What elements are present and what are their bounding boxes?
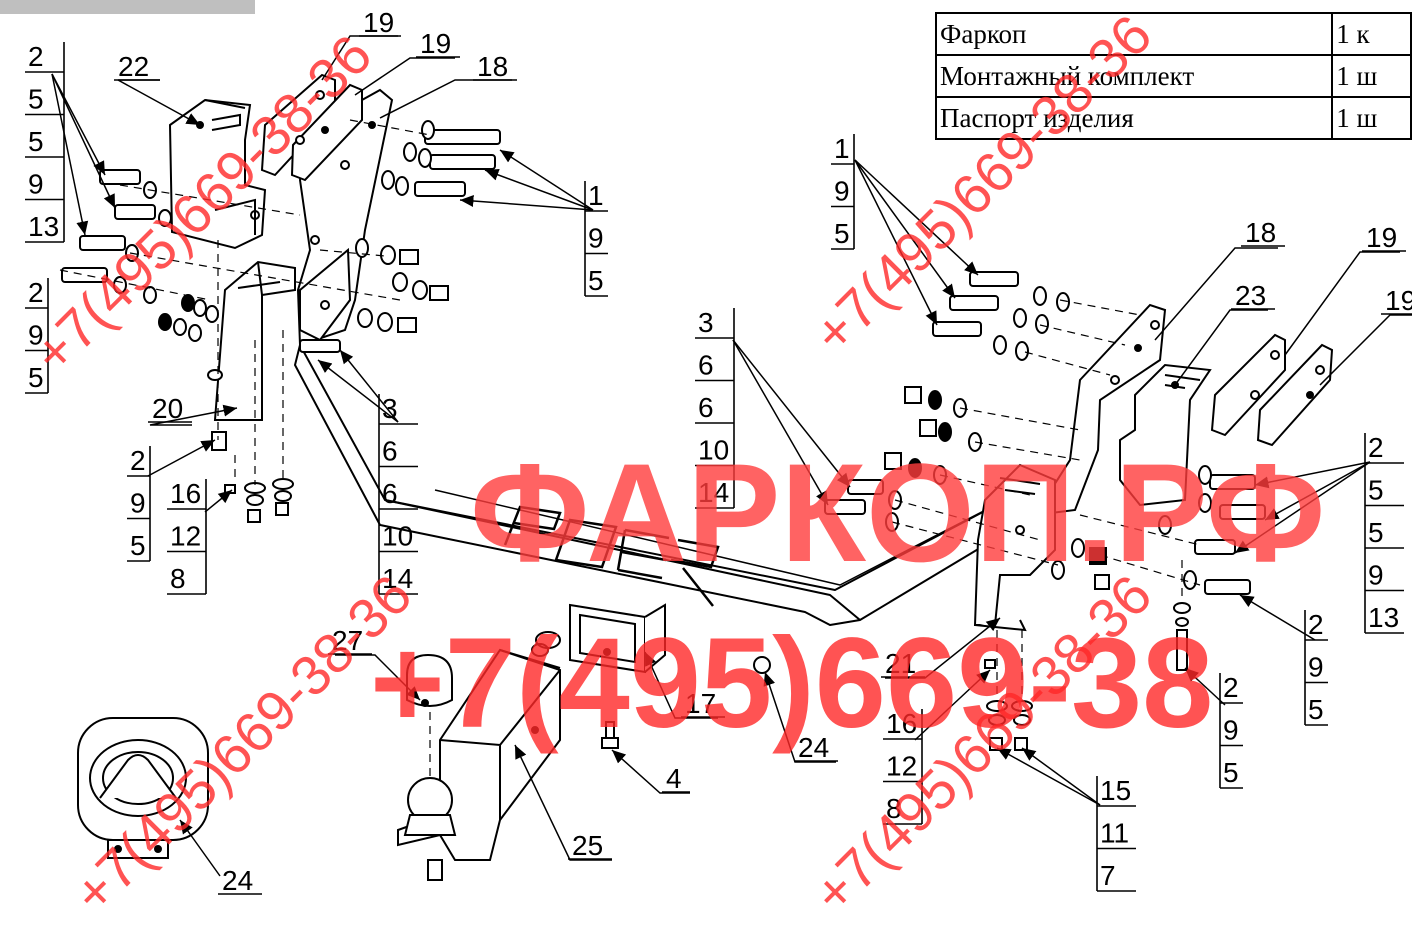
table-cell-qty: 1 ш — [1331, 96, 1412, 140]
table-cell-name: Паспорт изделия — [934, 96, 1334, 140]
callout-s_left_top-item: 2 — [28, 41, 44, 72]
callout-s_center-item: 10 — [698, 435, 729, 466]
callout-s_left_center-item: 14 — [382, 563, 413, 594]
callout-s_right_low1-item: 9 — [1308, 652, 1324, 683]
callout-s_left_center-item: 3 — [382, 393, 398, 424]
callout-s_right_low2-item: 5 — [1223, 757, 1239, 788]
callout-s_right_edge-item: 5 — [1368, 517, 1384, 548]
callout-c18a: 18 — [477, 51, 508, 82]
callout-c24a: 24 — [798, 732, 829, 763]
callout-s_right_1-item: 5 — [588, 265, 604, 296]
callout-s_left_center-item: 6 — [382, 436, 398, 467]
ball-mount-25 — [397, 648, 561, 881]
callout-s_right_low1-item: 2 — [1308, 609, 1324, 640]
callout-s_right_top-item: 1 — [834, 133, 850, 164]
callout-s_right_bottom-item: 7 — [1100, 860, 1116, 891]
callout-s_right_top-item: 5 — [834, 218, 850, 249]
callout-s_right_edge-item: 13 — [1368, 602, 1399, 633]
callout-s_left_top-item: 5 — [28, 126, 44, 157]
table-cell-qty: 1 к — [1331, 12, 1412, 56]
table-row: Фаркоп 1 к — [934, 12, 1412, 56]
corner-tab — [0, 0, 255, 14]
callout-s_left_top-item: 9 — [28, 169, 44, 200]
callout-c25: 25 — [572, 830, 603, 861]
callout-c24b: 24 — [222, 865, 253, 896]
table-cell-qty: 1 ш — [1331, 54, 1412, 98]
callout-s_left_mid-item: 2 — [28, 277, 44, 308]
callout-s_left_low-item: 5 — [130, 530, 146, 561]
callout-s_center-item: 14 — [698, 477, 729, 508]
callout-s_right_small-item: 8 — [886, 793, 902, 824]
callout-c17: 17 — [685, 688, 716, 719]
callout-c4: 4 — [666, 763, 682, 794]
callout-s_right_small-item: 16 — [886, 708, 917, 739]
callout-s_right_edge-item: 5 — [1368, 475, 1384, 506]
safety-chain-loop — [531, 631, 771, 674]
brand-emboss — [503, 505, 720, 607]
callout-s_center-item: 6 — [698, 392, 714, 423]
callout-s_left_small-item: 8 — [170, 563, 186, 594]
callout-c23: 23 — [1235, 280, 1266, 311]
callout-s_right_edge-item: 9 — [1368, 560, 1384, 591]
callout-s_left_low-item: 9 — [130, 488, 146, 519]
callout-s_left_top-item: 13 — [28, 211, 59, 242]
callout-c20: 20 — [152, 393, 183, 424]
callout-c22: 22 — [118, 51, 149, 82]
callout-s_left_mid-item: 5 — [28, 362, 44, 393]
left-spacer-19 — [260, 73, 363, 182]
callout-c19d: 19 — [1385, 285, 1412, 316]
tow-hitch-assembly-drawing: 1919182220271724425241823191921255913295… — [25, 7, 1412, 896]
right-box-23 — [1119, 363, 1212, 507]
callout-s_right_top-item: 9 — [834, 176, 850, 207]
callout-s_left_mid-item: 9 — [28, 320, 44, 351]
table-row: Паспорт изделия 1 ш — [934, 96, 1412, 140]
callout-s_center-item: 3 — [698, 307, 714, 338]
right-bolts — [824, 271, 1266, 751]
callout-s_left_center-item: 6 — [382, 478, 398, 509]
callout-s_right_small-item: 12 — [886, 751, 917, 782]
callout-s_right_low2-item: 2 — [1223, 672, 1239, 703]
parts-table: Фаркоп 1 к Монтажный комплект 1 ш Паспор… — [934, 12, 1412, 140]
callout-s_left_small-item: 12 — [170, 521, 201, 552]
callout-s_right_low2-item: 9 — [1223, 715, 1239, 746]
callout-s_right_bottom-item: 11 — [1100, 818, 1129, 849]
callout-s_right_low1-item: 5 — [1308, 694, 1324, 725]
callout-s_right_bottom-item: 15 — [1100, 775, 1131, 806]
callout-c21: 21 — [885, 648, 916, 679]
bolt-4 — [601, 721, 619, 749]
table-cell-name: Монтажный комплект — [934, 54, 1334, 98]
leader-lines — [51, 35, 1412, 877]
watermark-site: ФАРКОП.РФ — [470, 434, 1326, 591]
watermark-phone-big: +7(495)669-38 — [370, 612, 1214, 755]
right-axis-lines — [891, 299, 1201, 700]
callout-s_left_small-item: 16 — [170, 478, 201, 509]
callout-s_left_top-item: 5 — [28, 84, 44, 115]
callout-c19c: 19 — [1366, 222, 1397, 253]
cover-24 — [77, 717, 209, 859]
callout-c19b: 19 — [420, 28, 451, 59]
callout-s_right_1-item: 1 — [588, 180, 604, 211]
left-bolts — [61, 120, 501, 523]
callout-s_right_1-item: 9 — [588, 223, 604, 254]
callout-c27: 27 — [332, 625, 363, 656]
table-cell-name: Фаркоп — [934, 12, 1334, 56]
callout-s_right_edge-item: 2 — [1368, 432, 1384, 463]
left-box-22 — [168, 98, 267, 250]
right-spacer-19 — [1210, 333, 1334, 447]
callout-s_center-item: 6 — [698, 350, 714, 381]
callout-s_left_center-item: 10 — [382, 521, 413, 552]
receiver — [569, 603, 666, 674]
left-axis-lines — [59, 119, 431, 485]
callout-c19a: 19 — [363, 7, 394, 38]
callout-c18b: 18 — [1245, 217, 1276, 248]
callout-labels: 1919182220271724425241823191921255913295… — [25, 7, 1412, 896]
table-row: Монтажный комплект 1 ш — [934, 54, 1412, 98]
callout-s_left_low-item: 2 — [130, 445, 146, 476]
